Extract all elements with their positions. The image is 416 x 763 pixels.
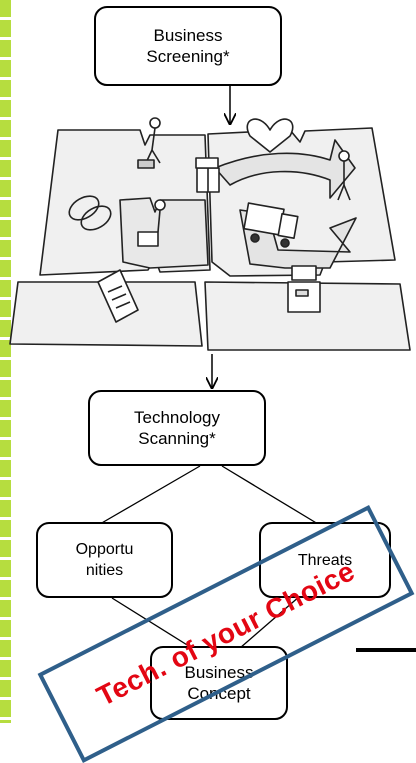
line-scanning-to-opportunities bbox=[99, 465, 201, 525]
technology-scanning-label: Technology Scanning* bbox=[133, 408, 220, 448]
line-opportunities-to-concept bbox=[111, 597, 193, 649]
technology-scanning-box: Technology Scanning* bbox=[88, 390, 266, 466]
heart-icon bbox=[246, 118, 294, 153]
hand-truck-icon bbox=[137, 199, 166, 247]
opportunities-label: Opportu nities bbox=[75, 541, 134, 579]
line-scanning-to-threats bbox=[221, 465, 319, 525]
person-icon bbox=[137, 117, 161, 169]
line-threats-to-concept bbox=[239, 595, 301, 649]
business-concept-label: Business Concept bbox=[184, 663, 254, 703]
delivery-truck-icon bbox=[243, 202, 299, 248]
threats-box: Threats bbox=[259, 522, 391, 598]
business-screening-box: Business Screening* bbox=[94, 6, 282, 86]
opportunities-box: Opportu nities bbox=[36, 522, 173, 598]
threats-label: Threats bbox=[297, 551, 353, 569]
chain-links-icon bbox=[68, 195, 100, 221]
left-accent-bar bbox=[0, 0, 11, 723]
customer-icon bbox=[337, 150, 351, 201]
document-icon bbox=[97, 269, 139, 323]
business-concept-box: Business Concept bbox=[150, 646, 288, 720]
business-model-canvas-illustration bbox=[9, 117, 411, 351]
gift-icon bbox=[195, 157, 220, 193]
cash-register-icon bbox=[287, 265, 321, 313]
diagram-canvas bbox=[9, 86, 416, 652]
business-screening-label: Business Screening* bbox=[146, 26, 230, 66]
